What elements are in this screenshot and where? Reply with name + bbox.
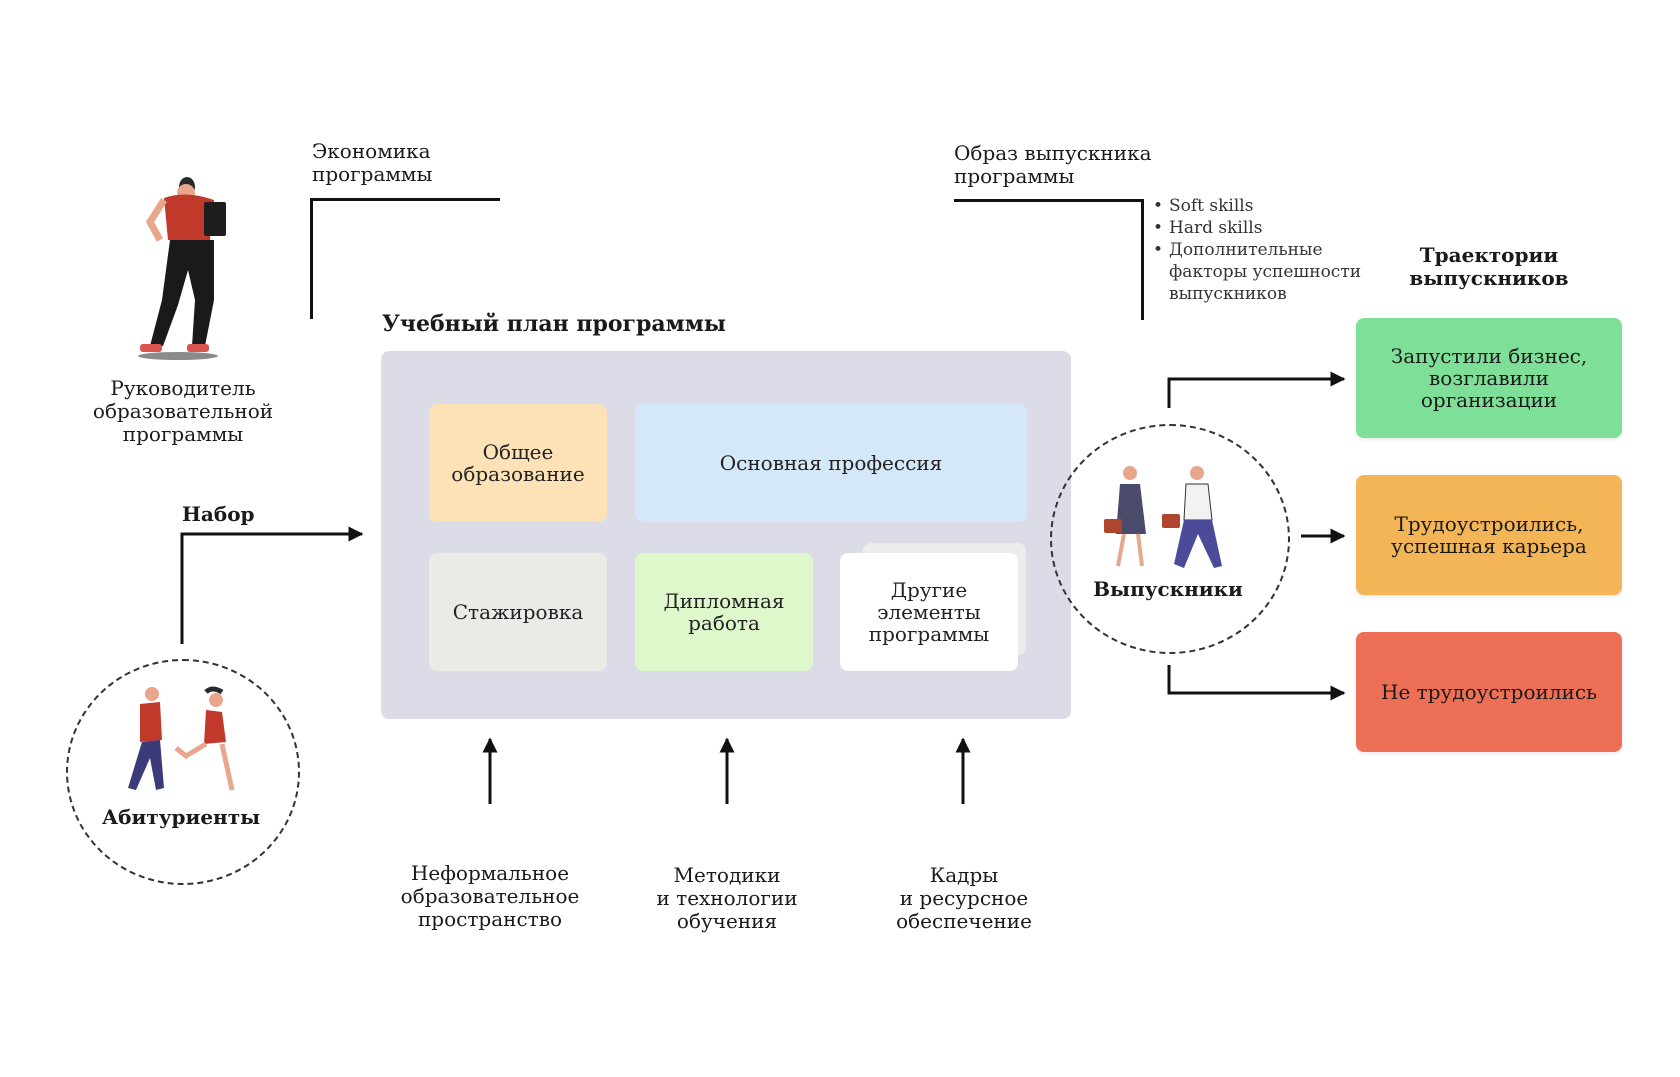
recruitment-label: Набор [182,502,255,526]
applicants-label: Абитуриенты [101,805,261,829]
curriculum-title: Учебный план программы [382,311,726,337]
staff-label: Кадры и ресурсное обеспечение [896,863,1032,933]
applicants-circle [66,659,300,885]
skill-item: Hard skills [1151,217,1361,239]
economics-label: Экономика программы [312,139,433,186]
outcome-unemployed: Не трудоустроились [1356,632,1622,752]
unemployed-arrow [1167,665,1346,701]
thesis-block: Дипломная работа [635,553,813,671]
graduates-label: Выпускники [1093,577,1243,601]
informal-space-label: Неформальное образовательное пространств… [400,861,580,931]
recruitment-arrow [180,526,364,644]
economics-connector-horizontal [310,198,500,201]
trajectories-title: Траектории выпускников [1409,243,1569,290]
internship-block: Стажировка [429,553,607,671]
methods-label: Методики и технологии обучения [656,863,798,933]
graduate-profile-connector-horizontal [954,199,1143,202]
outcome-employed: Трудоустроились, успешная карьера [1356,475,1622,595]
graduate-profile-label: Образ выпускника программы [954,141,1152,188]
general-education-block: Общее образование [429,404,607,522]
program-leader-label: Руководитель образовательной программы [92,376,274,446]
skill-item: Soft skills [1151,195,1361,217]
graduates-circle [1050,424,1290,654]
business-arrow [1167,371,1346,408]
graduate-skills-list: Soft skills Hard skills Дополнительные ф… [1151,195,1361,305]
outcome-business: Запустили бизнес, возглавили организации [1356,318,1622,438]
main-profession-block: Основная профессия [635,404,1027,522]
other-elements-block: Другие элементы программы [840,553,1018,671]
skill-item: Дополнительные факторы успешности выпуск… [1151,239,1361,305]
graduate-profile-connector-vertical [1141,199,1144,320]
economics-connector-vertical [310,198,313,319]
